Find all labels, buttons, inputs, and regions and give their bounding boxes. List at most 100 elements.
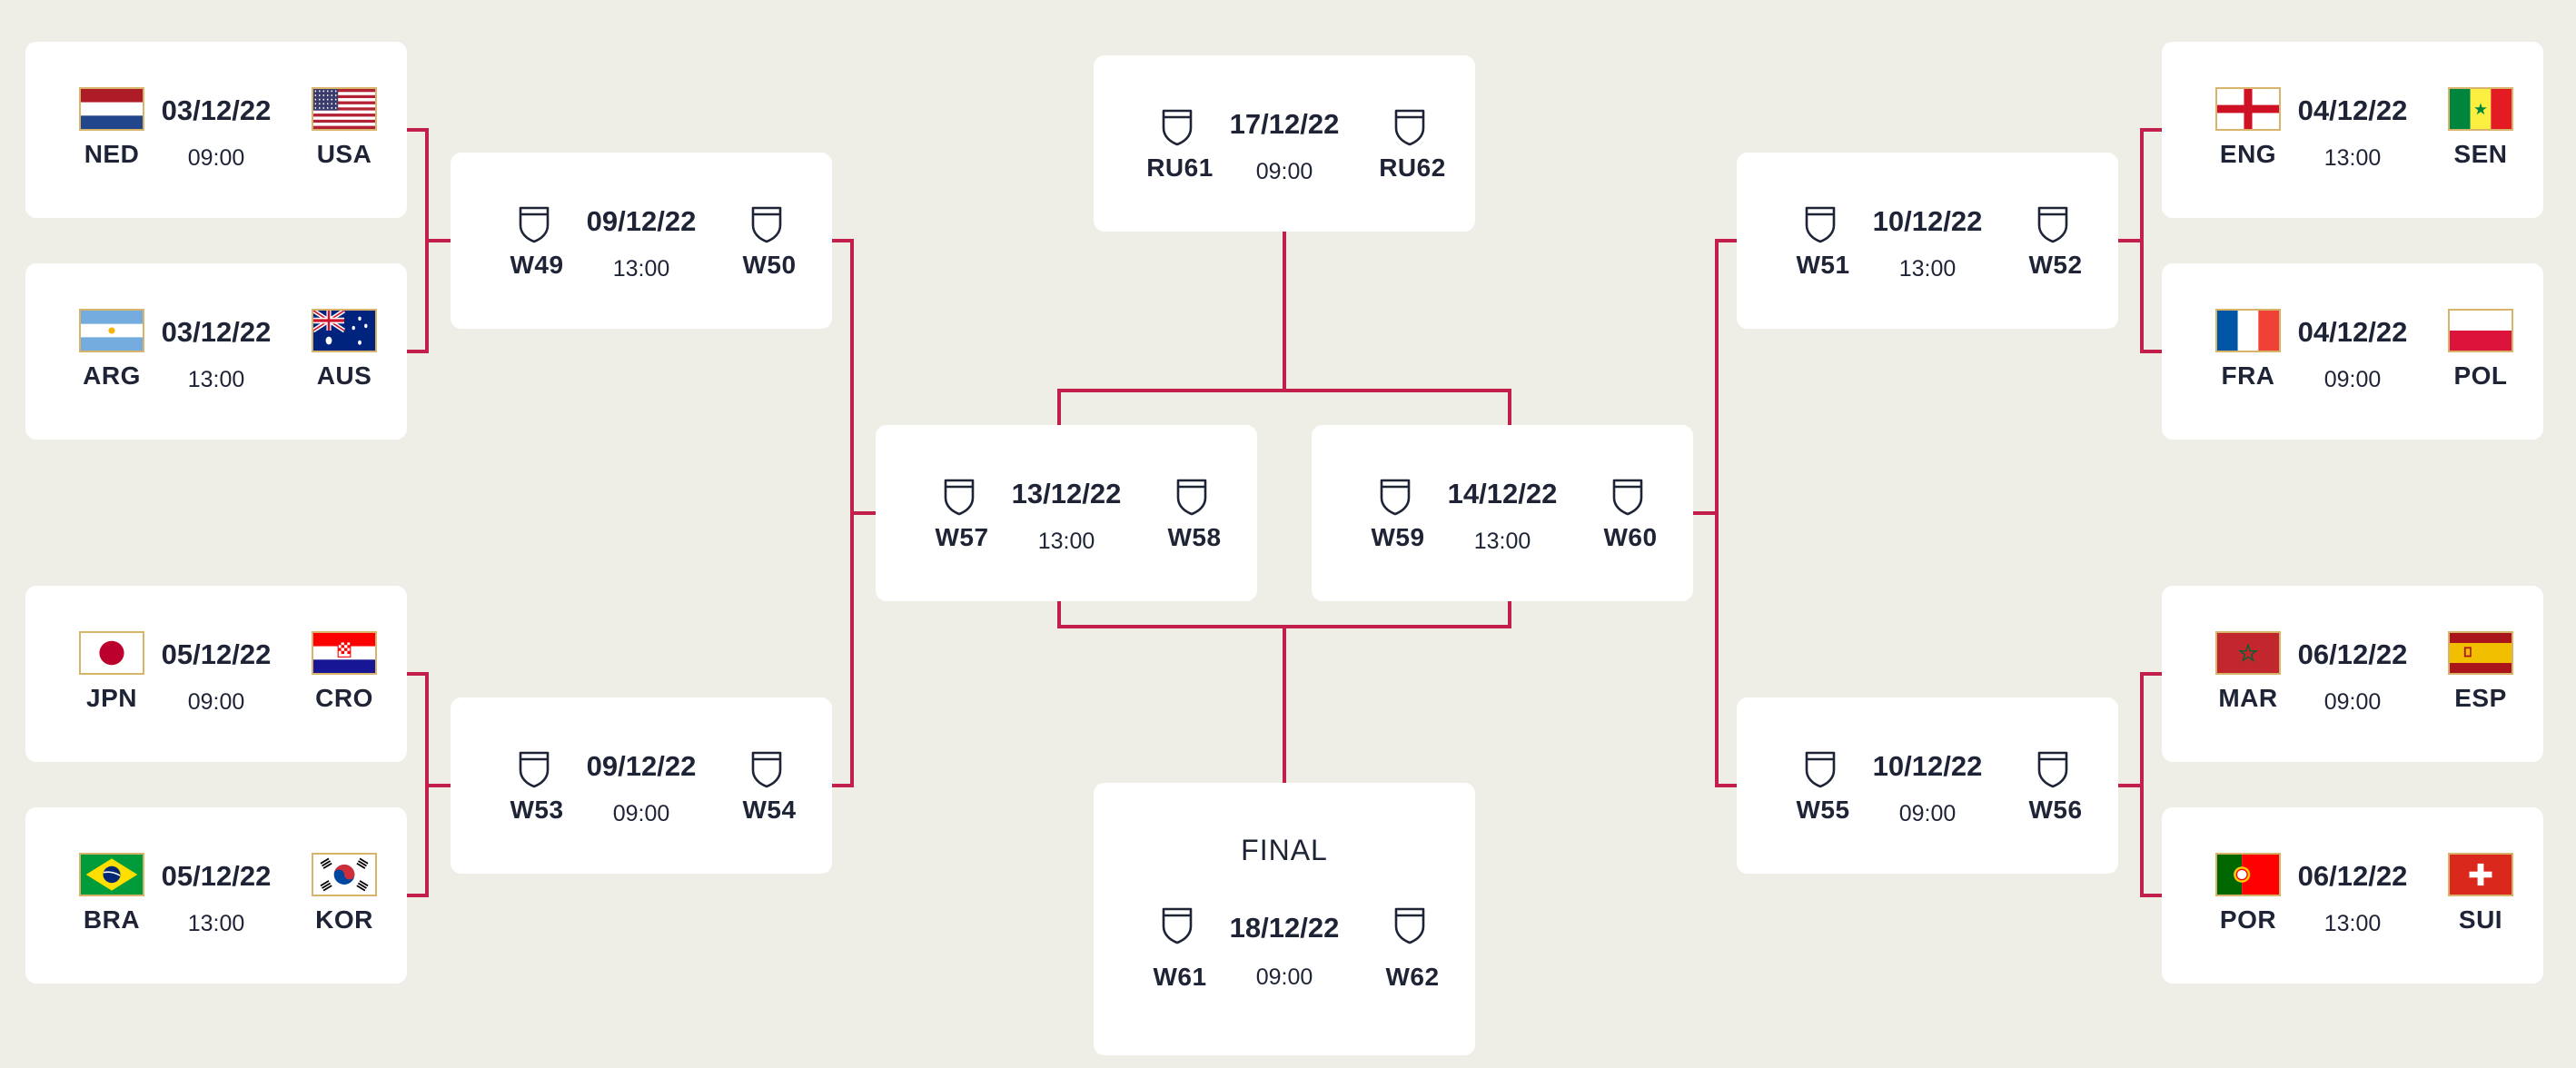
- match-time: 09:00: [612, 801, 670, 826]
- match-date: 13/12/22: [1011, 478, 1122, 509]
- match-card-m4[interactable]: BRA KOR 05/12/22 13:00: [25, 807, 407, 984]
- team-code: USA: [316, 140, 372, 168]
- shield-icon: [750, 205, 783, 243]
- flag-switzerland-icon: [2448, 853, 2513, 896]
- flag-netherlands-icon: [79, 87, 144, 131]
- match-date: 09/12/22: [586, 750, 697, 782]
- flag-morocco-icon: [2215, 631, 2281, 675]
- flag-poland-icon: [2448, 309, 2513, 352]
- match-card-q3[interactable]: W51 W52 10/12/22 13:00: [1737, 153, 2118, 329]
- flag-argentina-icon: [79, 309, 144, 352]
- shield-icon: [2036, 750, 2069, 788]
- shield-icon: [1161, 108, 1194, 146]
- match-card-third[interactable]: RU61 RU62 17/12/22 09:00: [1094, 55, 1475, 232]
- team-code: W49: [510, 251, 564, 279]
- match-time: 13:00: [2323, 911, 2382, 936]
- match-card-q4[interactable]: W55 W56 10/12/22 09:00: [1737, 697, 2118, 874]
- match-card-q2[interactable]: W53 W54 09/12/22 09:00: [451, 697, 832, 874]
- team-code: W54: [742, 796, 797, 824]
- match-date: 10/12/22: [1872, 205, 1983, 237]
- match-time: 09:00: [1898, 801, 1957, 826]
- match-card-m6[interactable]: FRA POL 04/12/22 09:00: [2162, 263, 2543, 440]
- match-time: 09:00: [187, 689, 245, 715]
- shield-icon: [1393, 108, 1426, 146]
- match-time: 13:00: [1037, 529, 1095, 554]
- shield-icon: [1175, 478, 1208, 516]
- team-code: W59: [1371, 523, 1425, 551]
- shield-icon: [2036, 205, 2069, 243]
- team-code: ENG: [2219, 140, 2277, 168]
- shield-icon: [1161, 906, 1194, 944]
- match-time: 09:00: [2323, 367, 2382, 392]
- team-code: KOR: [315, 905, 373, 934]
- flag-australia-icon: [312, 309, 377, 352]
- team-code: W58: [1167, 523, 1222, 551]
- match-date: 17/12/22: [1229, 108, 1340, 140]
- team-code: W51: [1796, 251, 1850, 279]
- team-code: RU61: [1146, 153, 1214, 182]
- match-card-m5[interactable]: ENG SEN 04/12/22 13:00: [2162, 42, 2543, 218]
- match-date: 06/12/22: [2297, 638, 2408, 670]
- match-time: 13:00: [187, 911, 245, 936]
- shield-icon: [1611, 478, 1644, 516]
- match-date: 03/12/22: [161, 94, 272, 126]
- team-code: RU62: [1379, 153, 1446, 182]
- team-code: SEN: [2453, 140, 2508, 168]
- shield-icon: [1379, 478, 1412, 516]
- match-date: 10/12/22: [1872, 750, 1983, 782]
- team-code: W56: [2028, 796, 2083, 824]
- match-time: 09:00: [2323, 689, 2382, 715]
- match-date: 05/12/22: [161, 860, 272, 892]
- team-code: W52: [2028, 251, 2083, 279]
- match-time: 13:00: [187, 367, 245, 392]
- match-time: 13:00: [612, 256, 670, 282]
- flag-england-icon: [2215, 87, 2281, 131]
- team-code: W53: [510, 796, 564, 824]
- connector-line: [2140, 672, 2162, 897]
- shield-icon: [518, 205, 550, 243]
- team-code: SUI: [2458, 905, 2503, 934]
- flag-brazil-icon: [79, 853, 144, 896]
- team-code: W61: [1153, 963, 1207, 991]
- connector-line: [1715, 239, 1737, 787]
- team-code: W62: [1385, 963, 1440, 991]
- flag-korea-icon: [312, 853, 377, 896]
- match-date: 04/12/22: [2297, 316, 2408, 348]
- team-code: MAR: [2218, 684, 2278, 712]
- shield-icon: [1804, 205, 1837, 243]
- match-date: 04/12/22: [2297, 94, 2408, 126]
- shield-icon: [943, 478, 976, 516]
- team-code: POR: [2219, 905, 2277, 934]
- match-time: 09:00: [1255, 159, 1313, 184]
- match-date: 05/12/22: [161, 638, 272, 670]
- flag-spain-icon: [2448, 631, 2513, 675]
- team-code: W55: [1796, 796, 1850, 824]
- match-date: 14/12/22: [1447, 478, 1558, 509]
- match-time: 09:00: [1255, 964, 1313, 990]
- flag-senegal-icon: [2448, 87, 2513, 131]
- team-code: NED: [84, 140, 140, 168]
- team-code: ARG: [83, 361, 141, 390]
- connector-line: [1057, 601, 1511, 628]
- match-time: 13:00: [2323, 145, 2382, 171]
- connector-line: [1057, 389, 1511, 425]
- team-code: FRA: [2221, 361, 2275, 390]
- shield-icon: [1393, 906, 1426, 944]
- match-time: 13:00: [1898, 256, 1957, 282]
- team-code: W50: [742, 251, 797, 279]
- team-code: BRA: [83, 905, 141, 934]
- final-label: FINAL: [1241, 834, 1328, 866]
- team-code: POL: [2453, 361, 2508, 390]
- flag-usa-icon: [312, 87, 377, 131]
